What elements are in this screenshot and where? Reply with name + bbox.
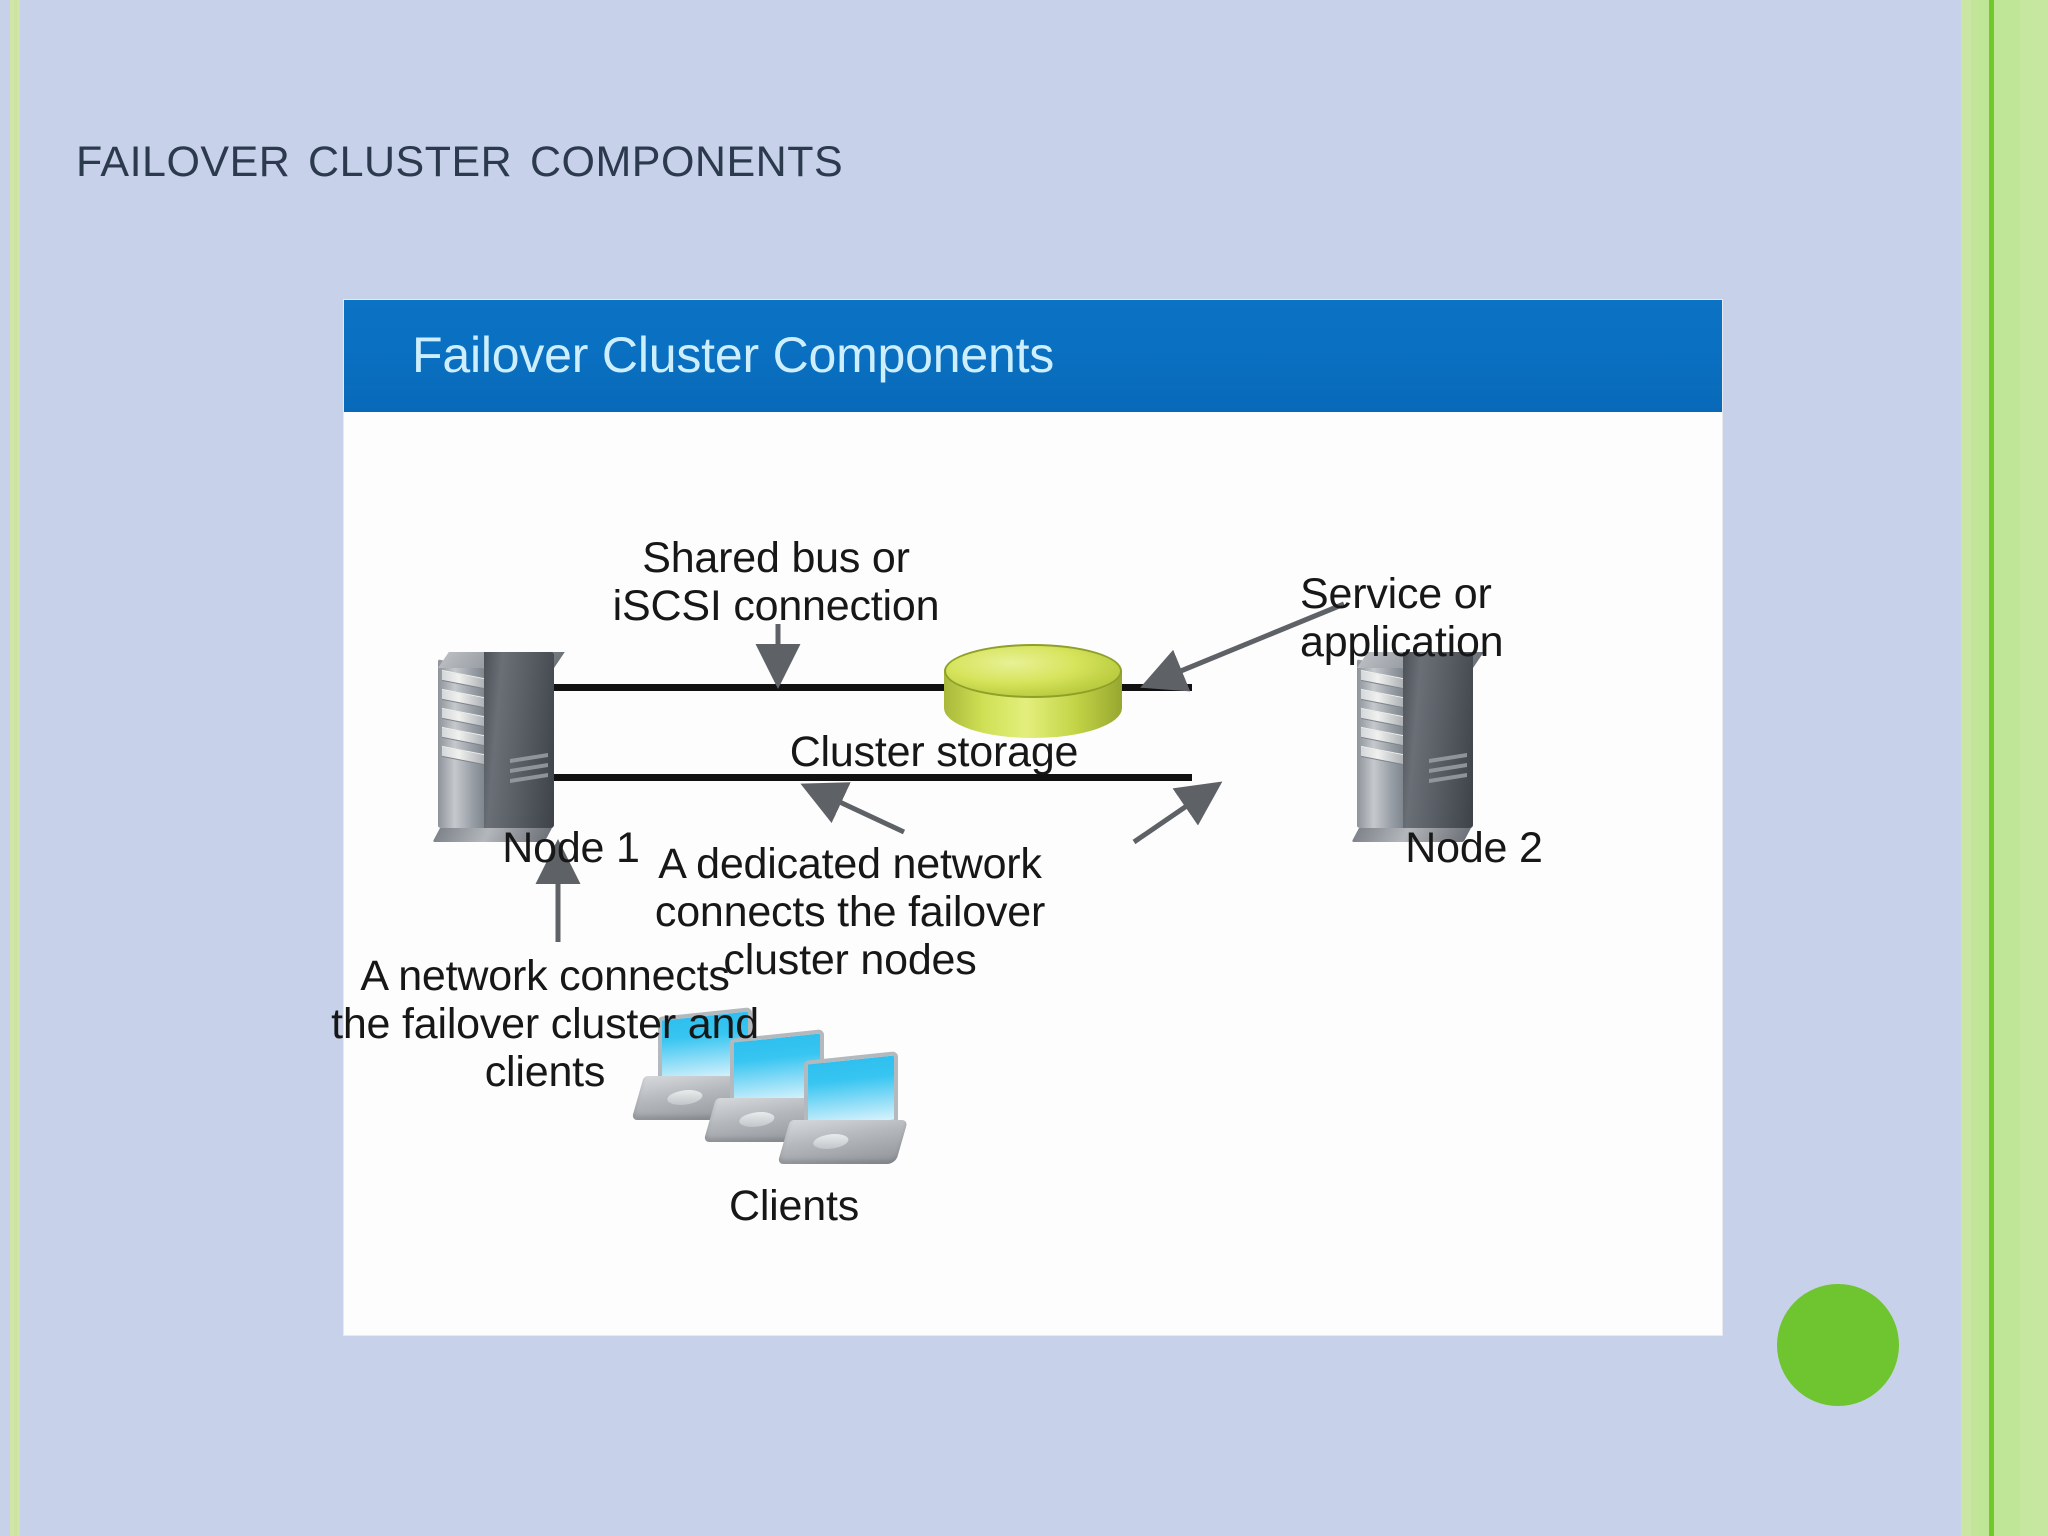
right-edge-stripe-6 bbox=[2020, 0, 2048, 1536]
label-cluster-storage: Cluster storage bbox=[789, 728, 1079, 776]
server-icon-node-2 bbox=[1351, 652, 1484, 842]
left-edge-stripe-bright bbox=[14, 0, 17, 1536]
green-circle-decoration bbox=[1777, 1284, 1899, 1406]
server-icon-node-1 bbox=[432, 652, 565, 842]
right-edge-stripe-2 bbox=[1971, 0, 1979, 1536]
diagram-panel: Failover Cluster Components bbox=[331, 300, 1722, 1335]
right-edge-stripe-accent bbox=[1989, 0, 1994, 1536]
shared-bus-wire-bottom bbox=[532, 774, 1192, 781]
shared-bus-wire-top bbox=[532, 684, 1192, 691]
diagram-banner-title: Failover Cluster Components bbox=[412, 327, 1055, 383]
label-shared-bus: Shared bus or iSCSI connection bbox=[612, 534, 940, 631]
label-network-clients: A network connects the failover cluster … bbox=[331, 952, 759, 1097]
right-edge-stripe-1 bbox=[1961, 0, 1971, 1536]
label-dedicated-network: A dedicated network connects the failove… bbox=[654, 840, 1046, 985]
right-edge-stripe-3 bbox=[1979, 0, 1989, 1536]
diagram-banner: Failover Cluster Components bbox=[344, 300, 1722, 412]
page-title: Failover Cluster Components bbox=[76, 121, 844, 190]
arrow-dedicated-network-right bbox=[1132, 781, 1223, 845]
label-clients: Clients bbox=[728, 1182, 860, 1230]
label-node-2: Node 2 bbox=[1405, 824, 1543, 872]
right-edge-stripe-5 bbox=[1994, 0, 2020, 1536]
arrow-dedicated-network-left bbox=[800, 782, 906, 835]
label-service-application: Service or application bbox=[1300, 570, 1504, 667]
laptop-icon-3 bbox=[777, 1051, 910, 1174]
cluster-storage-icon bbox=[944, 644, 1122, 752]
diagram-canvas: Shared bus or iSCSI connection Service o… bbox=[331, 412, 1722, 1335]
label-node-1: Node 1 bbox=[502, 824, 640, 872]
